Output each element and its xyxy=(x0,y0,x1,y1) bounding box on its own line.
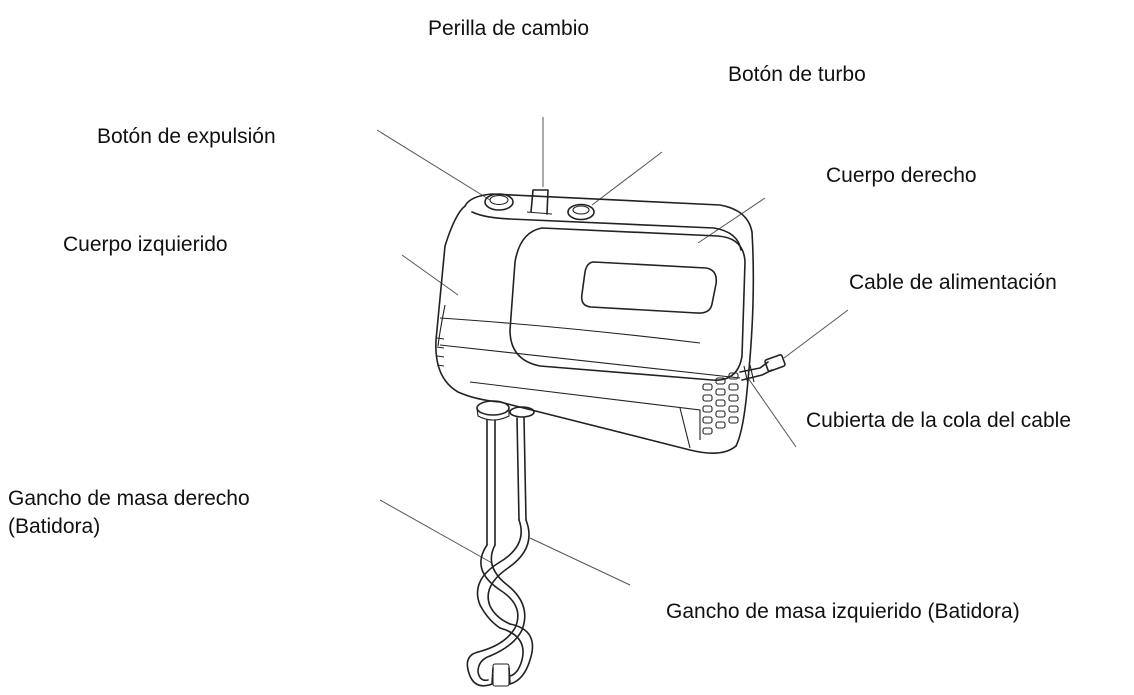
leader-turbo-button xyxy=(591,151,663,206)
label-gear-knob: Perilla de cambio xyxy=(428,17,590,40)
label-cord-tail-cover: Cubierta de la cola del cable xyxy=(806,409,1072,432)
leader-left-dough-hook xyxy=(529,537,631,586)
leader-lines xyxy=(376,117,849,586)
label-right-body: Cuerpo derecho xyxy=(826,164,977,187)
beater-sockets xyxy=(476,400,535,421)
leader-right-dough-hook xyxy=(379,499,493,564)
label-eject-button: Botón de expulsión xyxy=(97,125,276,148)
leader-power-cord xyxy=(783,309,849,359)
label-left-dough-hook: Gancho de masa izquierido (Batidora) xyxy=(666,600,1020,623)
label-power-cord: Cable de alimentación xyxy=(849,271,1057,294)
mixer-body xyxy=(435,193,755,454)
turbo-button-shape xyxy=(567,203,595,221)
label-right-dough-hook-line1: Gancho de masa derecho xyxy=(8,487,250,510)
leader-cord-tail-cover xyxy=(747,377,797,448)
leader-left-body xyxy=(401,254,459,296)
label-right-dough-hook-line2: (Batidora) xyxy=(8,515,101,538)
gear-knob-shape xyxy=(530,189,549,215)
dough-hooks xyxy=(466,417,534,687)
power-cord-shape xyxy=(739,354,786,385)
eject-button-shape xyxy=(484,193,514,211)
label-turbo-button: Botón de turbo xyxy=(728,63,866,86)
vent-grid xyxy=(702,372,739,435)
label-left-body: Cuerpo izquierido xyxy=(63,233,228,256)
leader-eject-button xyxy=(376,129,491,201)
top-controls xyxy=(484,189,595,221)
